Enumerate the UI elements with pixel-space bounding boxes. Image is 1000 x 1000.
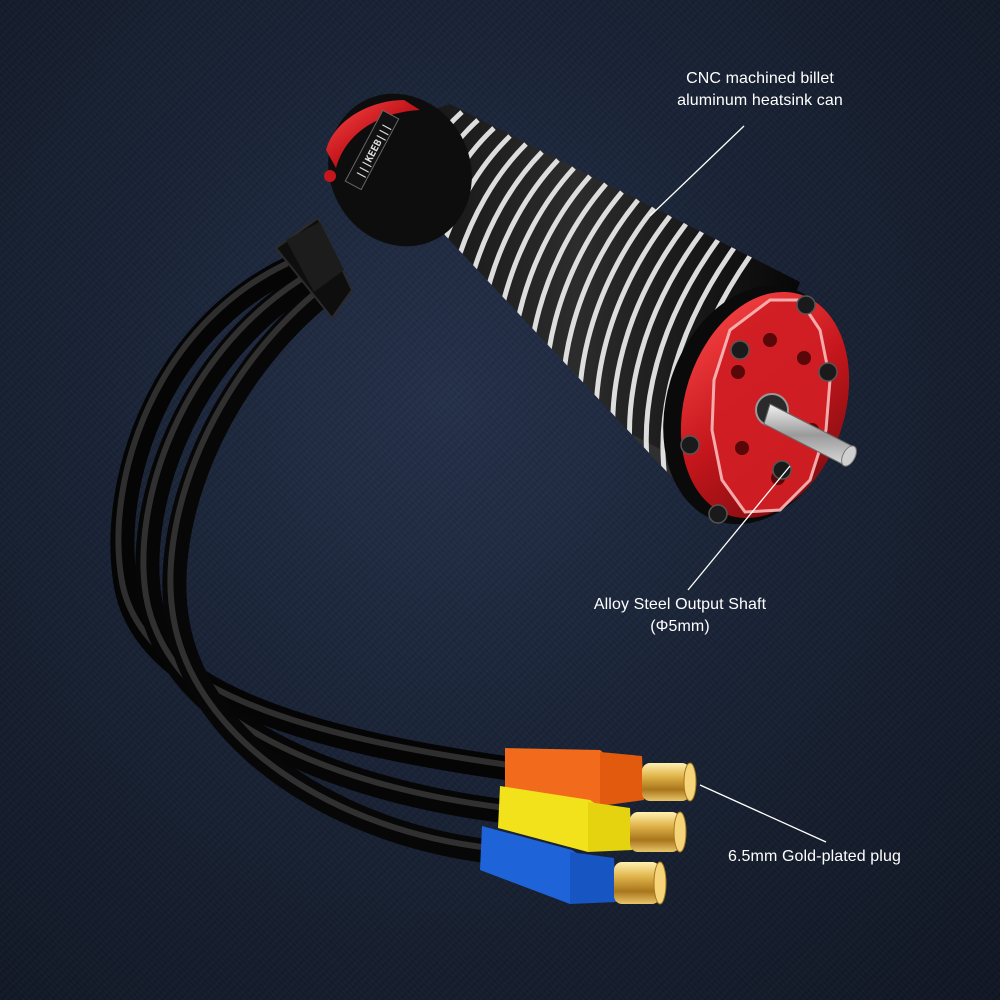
heatsink-leader-line <box>649 125 745 217</box>
shaft-callout-line-1: Alloy Steel Output Shaft <box>593 596 767 613</box>
shaft-callout: Alloy Steel Output Shaft (Φ5mm) <box>565 594 795 638</box>
heatsink-callout-line-2: aluminum heatsink can <box>677 92 843 109</box>
wire-grommet <box>274 216 354 320</box>
heatsink-callout-line-1: CNC machined billet <box>686 70 834 87</box>
rear-end-cap: |||KEEB||| <box>324 93 472 247</box>
plug-leader-line <box>699 784 827 843</box>
heatsink-callout: CNC machined billet aluminum heatsink ca… <box>645 68 875 112</box>
plug-callout-line-1: 6.5mm Gold-plated plug <box>728 848 901 865</box>
connector-blue <box>480 826 667 905</box>
output-shaft <box>763 403 857 467</box>
motor-wires <box>110 256 532 864</box>
callout-leaders <box>649 125 827 843</box>
plug-callout: 6.5mm Gold-plated plug <box>728 846 948 868</box>
shaft-leader-line <box>687 465 791 591</box>
connector-yellow <box>498 786 687 853</box>
shaft-callout-line-2: (Φ5mm) <box>650 618 710 635</box>
